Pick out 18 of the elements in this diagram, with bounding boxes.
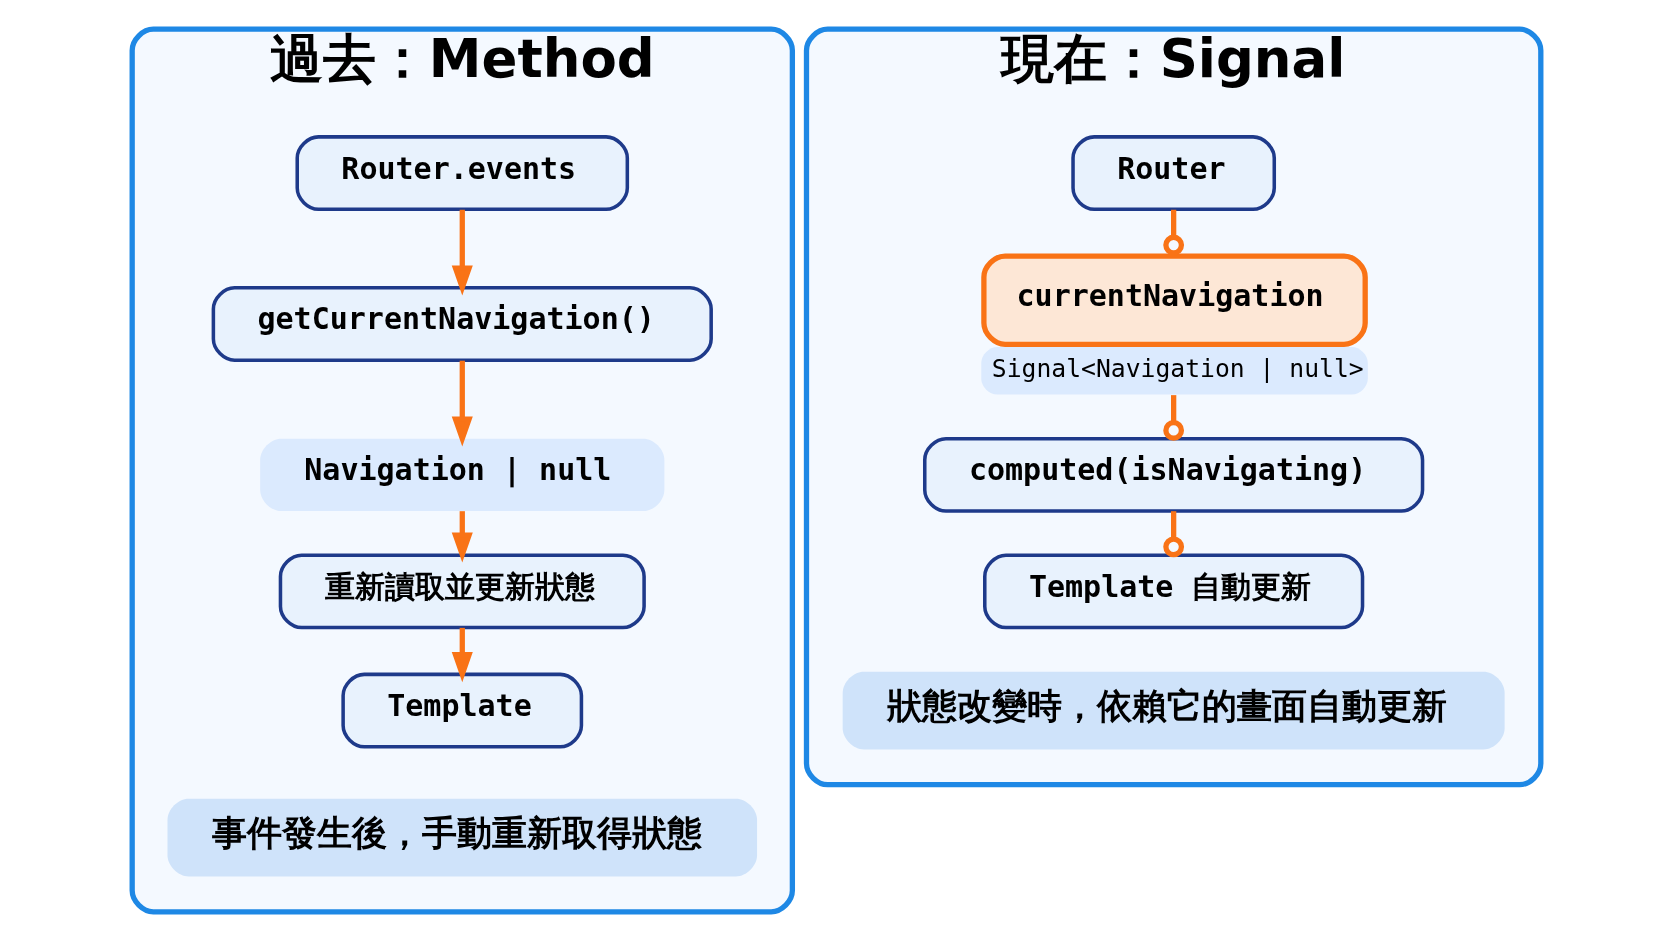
arrow: [451, 209, 473, 296]
node-label: Signal<Navigation | null>: [991, 354, 1364, 384]
node-box: getCurrentNavigation(): [211, 286, 713, 362]
node-box: Template 自動更新: [982, 553, 1364, 630]
node-box: Navigation | null: [259, 438, 664, 512]
arrow: [451, 360, 473, 447]
node-box: 重新讀取並更新狀態: [278, 553, 646, 630]
node-box: Template: [340, 672, 583, 749]
node-box: Router: [1070, 135, 1276, 211]
connector: [1162, 395, 1184, 441]
node-box: Router.events: [294, 135, 629, 211]
node-box: computed(isNavigating): [922, 436, 1424, 513]
arrow: [451, 511, 473, 563]
arrow: [451, 627, 473, 683]
connector: [1162, 209, 1184, 256]
node-box: 狀態改變時，依賴它的畫面自動更新: [842, 671, 1505, 750]
connector: [1162, 511, 1184, 558]
node-box: 事件發生後，手動重新取得狀態: [167, 798, 757, 877]
